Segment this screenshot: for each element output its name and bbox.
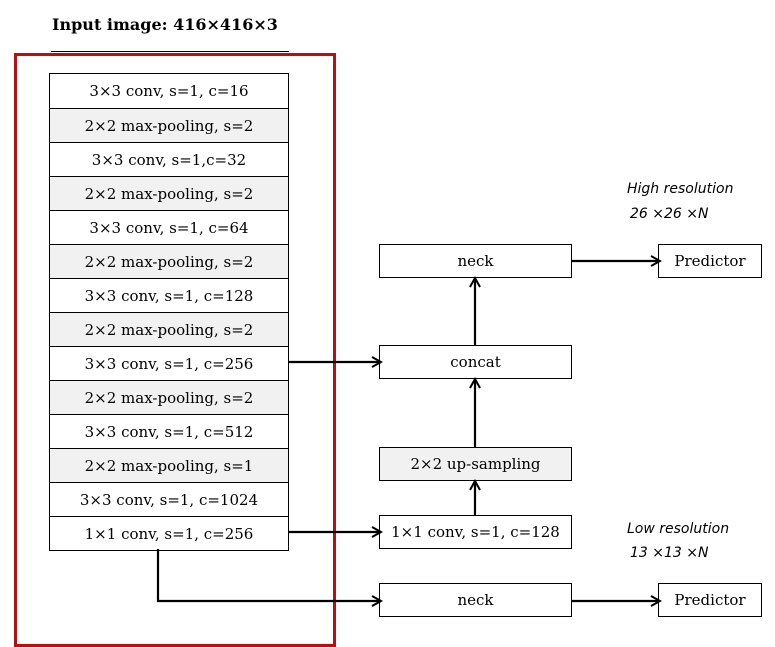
neck-top-box: neck — [379, 244, 572, 278]
backbone-layer: 3×3 conv, s=1, c=16 — [89, 82, 249, 100]
backbone-layer: 3×3 conv, s=1, c=1024 — [50, 482, 288, 516]
backbone-layer: 2×2 max-pooling, s=2 — [50, 312, 288, 346]
backbone-layer: 3×3 conv, s=1, c=256 — [50, 346, 288, 380]
backbone-layer: 2×2 max-pooling, s=2 — [50, 108, 288, 142]
low-resolution-label: Low resolution — [627, 521, 730, 537]
backbone-layer: 1×1 conv, s=1, c=256 — [50, 516, 288, 550]
arrow-backbone-to-neck-bottom — [156, 549, 380, 601]
high-resolution-size: 26 ×26 ×N — [630, 206, 709, 222]
upsampling-box: 2×2 up-sampling — [379, 447, 572, 481]
head-conv-box: 1×1 conv, s=1, c=128 — [379, 515, 572, 549]
backbone-layer: 3×3 conv, s=1,c=32 — [50, 142, 288, 176]
title-underline — [51, 51, 289, 52]
backbone-layer: 2×2 max-pooling, s=2 — [50, 380, 288, 414]
backbone-layer: 3×3 conv, s=1, c=64 — [50, 210, 288, 244]
backbone-layer: 3×3 conv, s=1, c=512 — [50, 414, 288, 448]
backbone-layer: 3×3 conv, s=1, c=128 — [50, 278, 288, 312]
low-resolution-size: 13 ×13 ×N — [630, 545, 709, 561]
predictor-bottom-box: Predictor — [658, 583, 762, 617]
high-resolution-label: High resolution — [627, 181, 734, 197]
neck-bottom-box: neck — [379, 583, 572, 617]
backbone-layer: 2×2 max-pooling, s=2 — [50, 176, 288, 210]
input-image-title: Input image: 416×416×3 — [52, 15, 278, 34]
backbone-layer: 2×2 max-pooling, s=2 — [50, 244, 288, 278]
backbone-layer: 2×2 max-pooling, s=1 — [50, 448, 288, 482]
